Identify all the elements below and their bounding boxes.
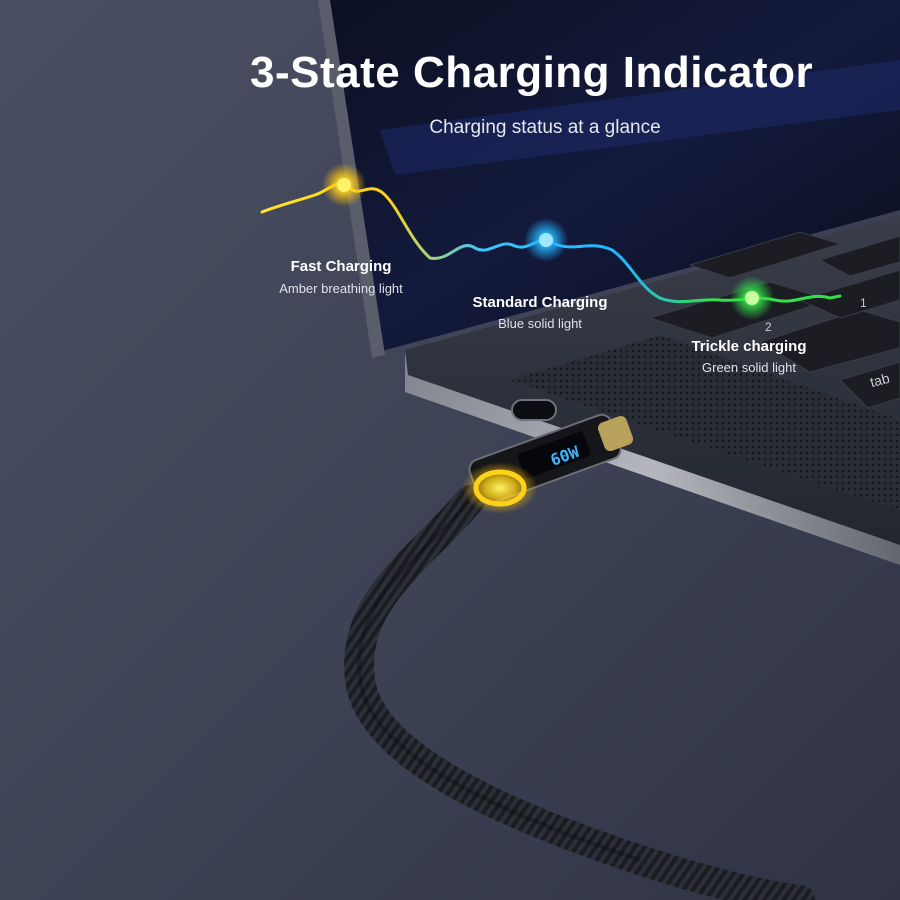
keyboard-key-2-label: 2 [765,320,772,334]
standard-charging-subtitle: Blue solid light [498,316,582,331]
cable [344,485,815,900]
fast-charging-subtitle: Amber breathing light [279,281,403,296]
trickle-charging-subtitle: Green solid light [702,360,796,375]
speaker-grille [510,335,900,510]
trickle-charging-title: Trickle charging [691,338,807,355]
keyboard-key-1-label: 1 [860,296,867,310]
laptop-usb-port [511,399,557,421]
amber-glow-ring [462,462,538,514]
trickle-charging-dot [745,291,759,305]
fast-charging-title: Fast Charging [290,258,392,275]
standard-charging-title: Standard Charging [472,294,608,311]
headline: 3-State Charging Indicator [250,48,814,97]
subhead: Charging status at a glance [429,117,661,138]
fast-charging-dot [337,178,351,192]
screen-highlight [380,60,900,175]
laptop-front-edge [405,350,900,565]
standard-charging-dot [539,233,553,247]
